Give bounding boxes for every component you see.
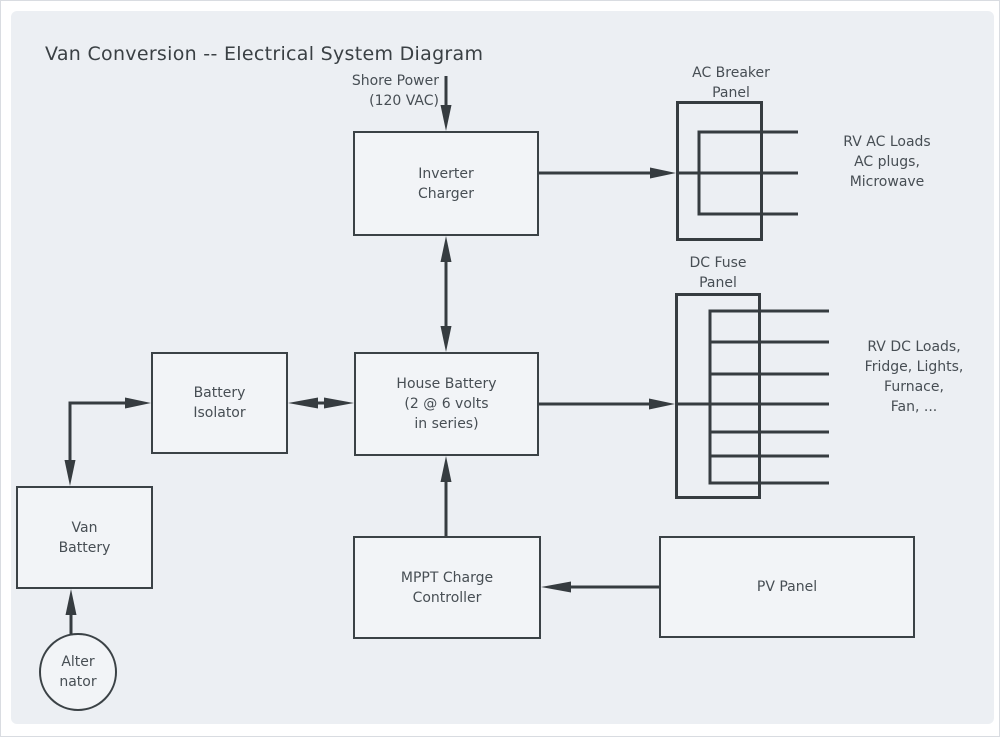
node-house-battery-label-line1: House Battery bbox=[396, 376, 497, 392]
node-ac-breaker-panel-box bbox=[676, 101, 763, 241]
node-battery-isolator-label-line1: Battery bbox=[193, 385, 246, 401]
node-inverter-charger-label-line1: Inverter bbox=[418, 165, 474, 182]
node-inverter-charger-label-line2: Charger bbox=[418, 185, 474, 202]
label-shore-power: Shore Power (120 VAC) bbox=[351, 73, 439, 109]
label-rv-ac-loads: RV AC Loads AC plugs, Microwave bbox=[843, 134, 931, 190]
node-house-battery: House Battery (2 @ 6 volts in series) bbox=[354, 352, 539, 456]
node-pv-panel-label: PV Panel bbox=[756, 579, 818, 595]
node-mppt-label-line2: Controller bbox=[412, 589, 482, 606]
node-dc-fuse-panel-box bbox=[675, 293, 761, 499]
node-house-battery-label-line2: (2 @ 6 volts bbox=[404, 396, 489, 412]
node-alternator: Alter nator bbox=[39, 633, 117, 711]
node-van-battery: Van Battery bbox=[16, 486, 153, 589]
node-mppt-charge-controller: MPPT Charge Controller bbox=[353, 536, 541, 639]
diagram-title: Van Conversion -- Electrical System Diag… bbox=[45, 43, 484, 65]
label-rv-dc-loads: RV DC Loads, Fridge, Lights, Furnace, Fa… bbox=[864, 339, 964, 415]
label-dc-fuse-panel: DC Fuse Panel bbox=[689, 255, 747, 291]
node-van-battery-label-line1: Van bbox=[71, 519, 98, 536]
label-ac-breaker-panel: AC Breaker Panel bbox=[692, 65, 770, 101]
node-mppt-label-line1: MPPT Charge bbox=[400, 569, 494, 586]
node-house-battery-label-line3: in series) bbox=[414, 416, 479, 432]
node-alternator-label-line2: nator bbox=[59, 674, 97, 690]
node-pv-panel: PV Panel bbox=[659, 536, 915, 638]
node-inverter-charger: Inverter Charger bbox=[353, 131, 539, 236]
node-battery-isolator-label-line2: Isolator bbox=[193, 405, 246, 421]
node-battery-isolator: Battery Isolator bbox=[151, 352, 288, 454]
node-alternator-label-line1: Alter bbox=[61, 654, 95, 670]
node-van-battery-label-line2: Battery bbox=[58, 539, 111, 556]
